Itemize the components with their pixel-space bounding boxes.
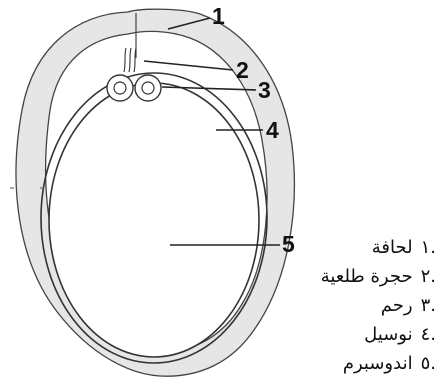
legend-item: .٥ اندوسبرم — [321, 349, 436, 378]
callout-5: 5 — [282, 231, 295, 257]
callout-4: 4 — [266, 117, 279, 143]
legend-index: .٣ — [421, 291, 436, 320]
legend-label: اندوسبرم — [343, 353, 413, 374]
legend-index: .٤ — [421, 320, 436, 349]
callout-1: 1 — [212, 3, 225, 29]
legend-index: .٥ — [421, 349, 436, 378]
archegonium-right — [135, 75, 161, 101]
legend-index: .٢ — [421, 262, 436, 291]
legend-item: .٣ رحم — [321, 291, 436, 320]
parts-legend: .١ لحافة .٢ حجرة طلعية .٣ رحم .٤ نوسيل .٥ اند… — [321, 233, 436, 378]
archegonium-left — [107, 75, 133, 101]
callout-2: 2 — [236, 57, 249, 83]
callout-3: 3 — [258, 77, 271, 103]
legend-item: .١ لحافة — [321, 233, 436, 262]
embryo-sac-inner — [49, 83, 259, 357]
legend-label: لحافة — [372, 237, 413, 258]
legend-label: نوسيل — [364, 324, 412, 345]
legend-label: حجرة طلعية — [321, 266, 413, 287]
legend-item: .٤ نوسيل — [321, 320, 436, 349]
legend-index: .١ — [421, 233, 436, 262]
legend-item: .٢ حجرة طلعية — [321, 262, 436, 291]
legend-label: رحم — [381, 295, 413, 316]
